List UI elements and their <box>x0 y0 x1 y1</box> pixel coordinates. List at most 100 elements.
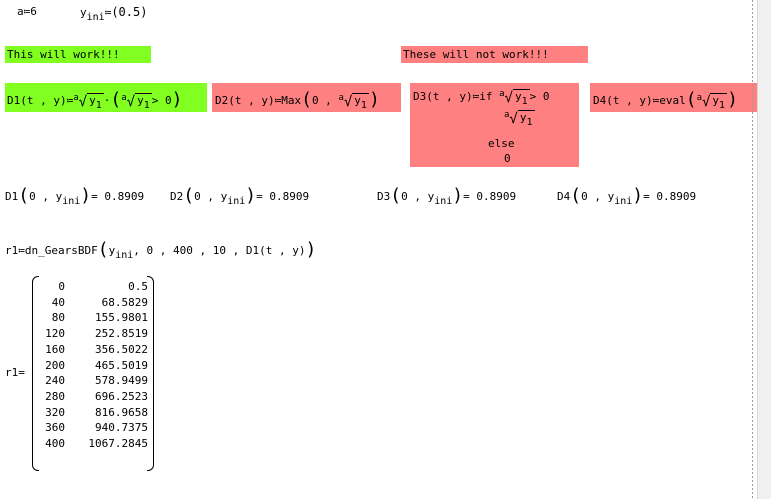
d1-cond: > 0 <box>151 94 172 107</box>
solver-lhs: r1≔dn_GearsBDF <box>5 244 98 257</box>
matrix-cell-value: 68.5829 <box>101 295 148 309</box>
matrix-cell-time: 280 <box>45 389 65 403</box>
solver-args: , 0 , 400 , 10 , D1(t , y) <box>133 244 306 257</box>
radical-icon: √ <box>126 94 136 110</box>
work-label-text: This will work!!! <box>7 48 120 61</box>
matrix-row: 400 1067.2845 <box>32 437 154 453</box>
matrix-row: 320 816.9658 <box>32 406 154 422</box>
eval-d4[interactable]: D4(0 , yini)= 0.8909 <box>557 185 697 207</box>
matrix-bracket-left <box>32 276 39 471</box>
y-ini-value: (0.5) <box>111 5 148 19</box>
assign-op: ≔ <box>23 5 31 18</box>
paren-close-icon: ) <box>632 185 644 206</box>
ini-subscript: ini <box>86 12 105 23</box>
var-y: y <box>80 6 87 19</box>
matrix-row: 80 155.9801 <box>32 311 154 327</box>
d1-radicand: y1 <box>87 93 104 111</box>
d3-else: else <box>488 137 515 150</box>
d3-definition[interactable]: D3(t , y)≔if a√y1> 0 a√y1 else 0 <box>410 83 579 167</box>
d1-y: y <box>89 94 96 107</box>
matrix-cell-value: 1067.2845 <box>88 437 148 450</box>
matrix-row: 200 465.5019 <box>32 359 154 375</box>
matrix-cell-time: 360 <box>45 421 65 435</box>
paren-close-icon: ) <box>171 89 183 110</box>
paren-open-icon: ( <box>110 89 122 110</box>
d3-radicand-2: y1 <box>517 110 535 128</box>
paren-close-icon: ) <box>368 89 380 110</box>
eval-d2[interactable]: D2(0 , yini)= 0.8909 <box>170 185 310 207</box>
paren-open-icon: ( <box>301 89 312 110</box>
matrix-cell-time: 160 <box>45 342 65 356</box>
not-work-label[interactable]: These will not work!!! <box>401 46 588 63</box>
paren-open-icon: ( <box>18 185 30 206</box>
matrix-cell-value: 155.9801 <box>95 311 148 325</box>
matrix-cell-value: 465.5019 <box>95 358 148 372</box>
eval-d2-result: = 0.8909 <box>256 190 310 203</box>
matrix-row: 240 578.9499 <box>32 374 154 390</box>
d2-root-index: a <box>338 93 344 103</box>
vertical-scrollbar[interactable] <box>757 0 771 499</box>
matrix-cell-time: 320 <box>45 405 65 419</box>
a-definition[interactable]: a≔6 <box>17 5 37 18</box>
paren-close-icon: ) <box>80 185 92 206</box>
matrix-cell-time: 120 <box>45 327 65 341</box>
matrix-row: 360 940.7375 <box>32 421 154 437</box>
matrix-cell-value: 0.5 <box>128 280 148 293</box>
matrix-cell-time: 240 <box>45 374 65 388</box>
d1-radicand-2: y1 <box>135 93 152 111</box>
work-label[interactable]: This will work!!! <box>5 46 151 63</box>
paren-open-icon: ( <box>183 185 195 206</box>
d2-definition[interactable]: D2(t , y)≔Max(0 , a√y1) <box>212 83 401 112</box>
d4-root-index: a <box>696 93 702 103</box>
result-label[interactable]: r1= <box>5 366 25 379</box>
d3-cond: > 0 <box>529 90 550 103</box>
a-value: 6 <box>30 5 37 18</box>
d4-lhs: D4(t , y)≔eval <box>593 94 686 107</box>
d2-radicand: y1 <box>352 93 369 111</box>
d1-root-index: a <box>73 93 79 103</box>
matrix-cell-time: 40 <box>51 295 65 309</box>
matrix-cell-value: 578.9499 <box>95 374 148 388</box>
not-work-label-text: These will not work!!! <box>403 48 549 61</box>
eval-d3[interactable]: D3(0 , yini)= 0.8909 <box>377 185 517 207</box>
paren-open-icon: ( <box>390 185 402 206</box>
paren-close-icon: ) <box>452 185 464 206</box>
matrix-cell-value: 816.9658 <box>95 405 148 419</box>
paren-close-icon: ) <box>727 89 738 110</box>
radical-icon: √ <box>343 94 353 110</box>
d1-definition[interactable]: D1(t , y)≔a√y1·(a√y1> 0) <box>5 83 207 112</box>
matrix-cell-value: 252.8519 <box>95 327 148 341</box>
d3-lhs: D3(t , y)≔if <box>413 90 493 103</box>
assign-op: ≔ <box>104 6 112 19</box>
solver-definition[interactable]: r1≔dn_GearsBDF(yini, 0 , 400 , 10 , D1(t… <box>5 239 317 261</box>
paren-open-icon: ( <box>97 239 109 260</box>
d2-lhs: D2(t , y)≔Max <box>215 94 302 107</box>
y-ini-definition[interactable]: yini≔(0.5) <box>80 5 148 23</box>
radical-icon: √ <box>701 94 711 110</box>
d2-args: 0 , <box>311 94 332 107</box>
radical-icon: √ <box>504 90 513 106</box>
d1-lhs: D1(t , y)≔ <box>7 94 74 107</box>
d1-sub: 1 <box>95 100 102 111</box>
var-a: a <box>17 5 24 18</box>
d4-definition[interactable]: D4(t , y)≔eval(a√y1) <box>590 83 757 112</box>
d3-root-index-2: a <box>504 110 510 120</box>
paren-open-icon: ( <box>685 89 697 110</box>
d3-zero: 0 <box>504 152 511 165</box>
matrix-cell-time: 80 <box>51 311 65 325</box>
matrix-cell-value: 940.7375 <box>95 421 148 435</box>
eval-d1[interactable]: D1(0 , yini)= 0.8909 <box>5 185 145 207</box>
matrix-cell-time: 200 <box>45 358 65 372</box>
d1-root-index-2: a <box>121 93 127 103</box>
d4-radicand: y1 <box>710 93 728 111</box>
radical-icon: √ <box>78 94 88 110</box>
paren-open-icon: ( <box>570 185 582 206</box>
paren-close-icon: ) <box>245 185 257 206</box>
eval-d3-result: = 0.8909 <box>463 190 517 203</box>
matrix-row: 40 68.5829 <box>32 296 154 312</box>
matrix-cell-time: 400 <box>45 437 65 450</box>
